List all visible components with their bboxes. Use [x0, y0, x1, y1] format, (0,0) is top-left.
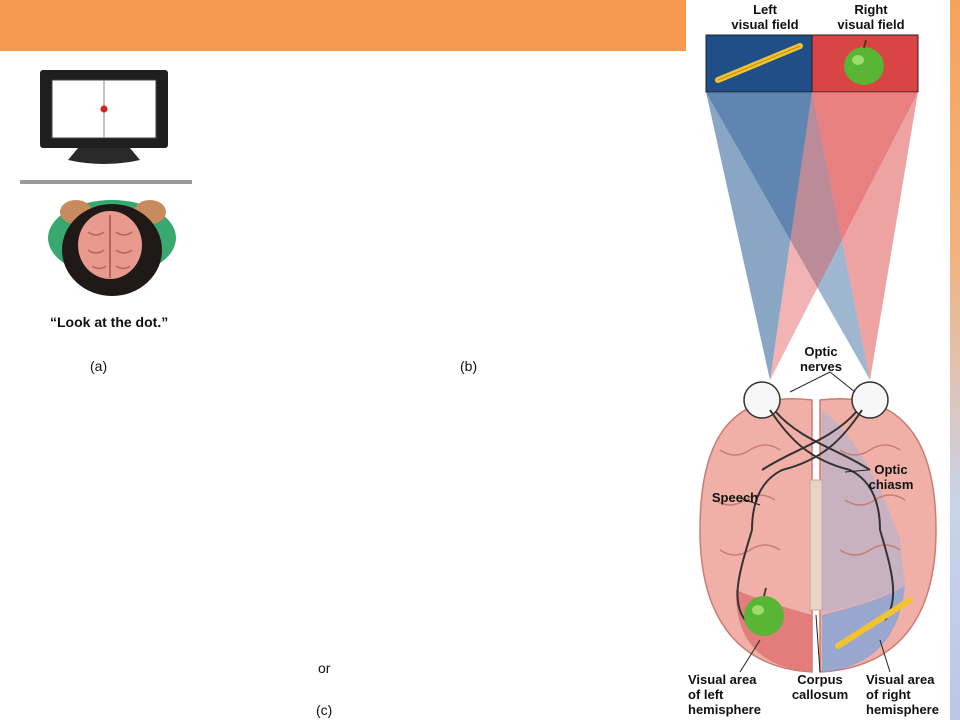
pencil-right-hemisphere-icon: [835, 597, 913, 649]
corpus-callosum-label: Corpus callosum: [791, 672, 849, 702]
callout-lines: [739, 371, 891, 673]
corpus-callosum-shape: [809, 479, 823, 611]
panel-b-label: (b): [460, 358, 478, 374]
right-eye-icon: [851, 381, 889, 419]
fixation-dot: [100, 105, 108, 113]
left-visual-field-label: Left visual field: [731, 2, 799, 32]
monitor-icon: [40, 70, 168, 164]
side-gradient-strip: [950, 0, 960, 720]
desk-edge: [20, 180, 192, 184]
cone-left-field-to-right-eye: [706, 92, 870, 380]
visual-area-left-label: Visual area of left hemisphere: [688, 672, 761, 717]
panel-a-label: (a): [90, 358, 108, 374]
cone-right-field-to-right-eye: [812, 92, 918, 380]
cone-left-field-to-left-eye: [706, 92, 812, 380]
right-visual-field-label: Right visual field: [837, 2, 905, 32]
instruction-text: “Look at the dot.”: [50, 314, 169, 330]
header-bar: [0, 0, 686, 51]
apple-left-hemisphere-icon: [744, 587, 784, 636]
optic-nerves-label: Optic nerves: [800, 344, 842, 374]
optic-chiasm-label: Optic chiasm: [868, 462, 914, 492]
apple-icon: [844, 39, 884, 85]
panel-c-label: (c): [316, 702, 333, 718]
speech-label: Speech: [711, 490, 759, 505]
left-eye-icon: [743, 381, 781, 419]
optic-pathways: [736, 409, 895, 621]
person-top-view-icon: [48, 200, 176, 296]
cone-right-field-to-left-eye: [770, 92, 918, 380]
pencil-icon: [715, 43, 803, 83]
or-text: or: [318, 660, 331, 676]
visual-area-right-label: Visual area of right hemisphere: [866, 672, 939, 717]
